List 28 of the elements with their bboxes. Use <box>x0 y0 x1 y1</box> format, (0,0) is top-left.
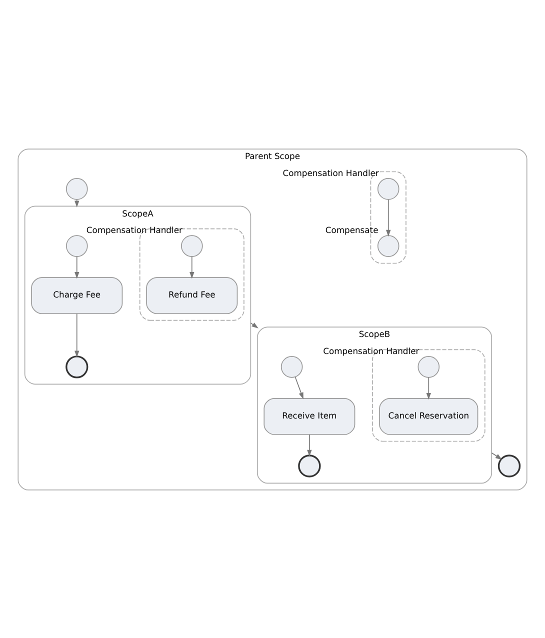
node-box: Receive Item <box>264 398 356 434</box>
arrow <box>74 312 80 357</box>
node-circle <box>66 355 88 378</box>
node-circle <box>498 454 521 477</box>
node-label: Compensate <box>325 224 378 235</box>
node-circle <box>298 454 321 477</box>
node-label: Compensation Handler <box>282 167 379 178</box>
node-circle <box>181 234 203 256</box>
node-label: Compensation Handler <box>323 345 420 356</box>
arrow <box>250 322 258 328</box>
node-circle <box>377 234 400 256</box>
node-box: Charge Fee <box>31 276 123 314</box>
node-circle <box>280 356 303 378</box>
node-label: Compensation Handler <box>86 224 182 235</box>
node-circle <box>66 234 88 256</box>
arrow <box>190 256 194 278</box>
node-circle <box>66 178 88 200</box>
arrow <box>307 434 312 456</box>
arrow <box>491 452 502 460</box>
arrow <box>294 376 304 399</box>
arrow <box>386 198 391 236</box>
node-box: Refund Fee <box>146 276 238 314</box>
node-circle <box>377 178 400 200</box>
arrow <box>74 198 80 207</box>
node-circle <box>418 356 440 378</box>
node-box: Cancel Reservation <box>379 398 478 434</box>
arrow <box>426 376 431 400</box>
arrow <box>74 256 80 278</box>
